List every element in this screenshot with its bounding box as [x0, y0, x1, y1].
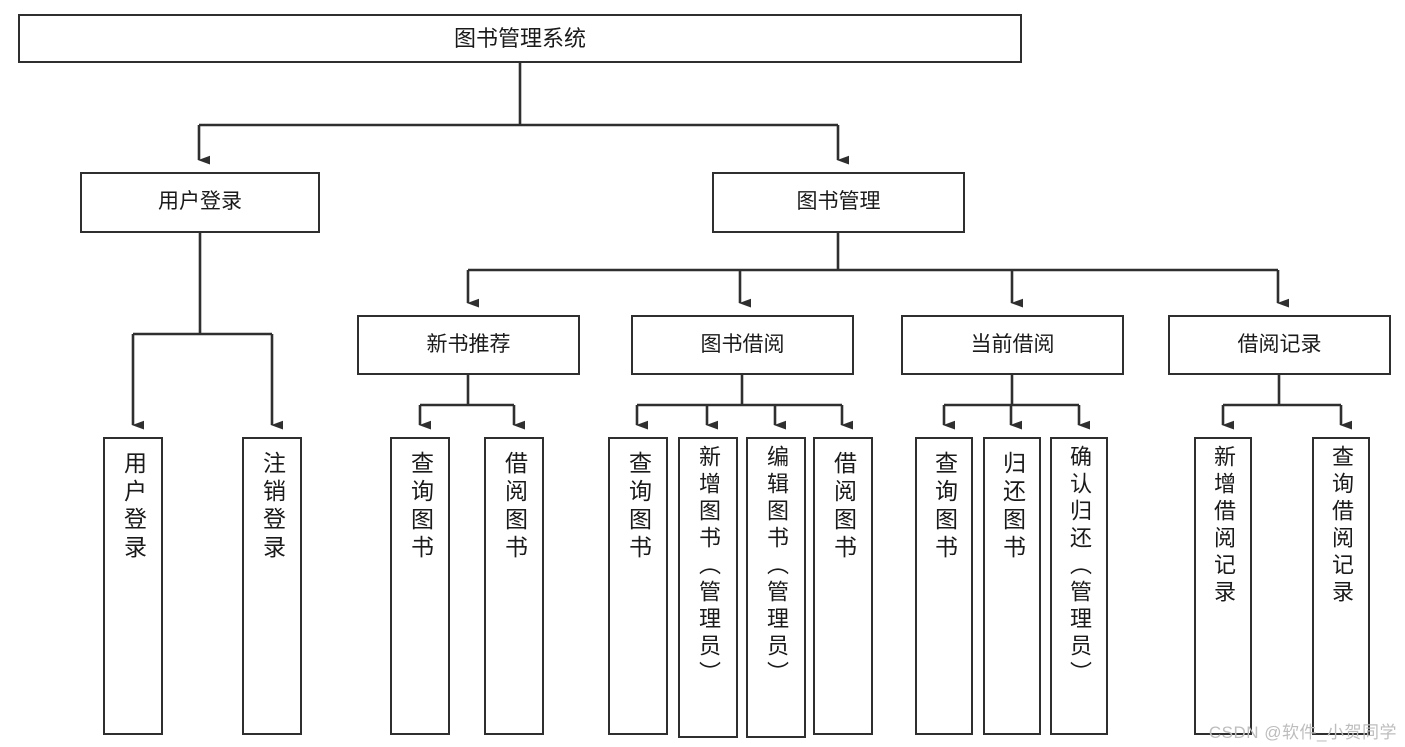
leaf-add-book-admin-label: 新增图书（管理员）	[696, 445, 721, 688]
leaf-user-login-label: 用户登录	[120, 451, 147, 563]
leaf-confirm-return-admin[interactable]: 确认归还（管理员）	[1050, 437, 1108, 735]
leaf-borrow-book-rec-label: 借阅图书	[501, 451, 528, 563]
node-new-book-recommendation-label: 新书推荐	[426, 332, 511, 356]
leaf-edit-book-admin[interactable]: 编辑图书（管理员）	[746, 437, 806, 738]
leaf-return-book-label: 归还图书	[999, 451, 1026, 563]
node-root[interactable]: 图书管理系统	[18, 14, 1022, 63]
leaf-logout[interactable]: 注销登录	[242, 437, 302, 735]
node-book-management[interactable]: 图书管理	[712, 172, 965, 233]
node-root-label: 图书管理系统	[453, 25, 586, 51]
node-new-book-recommendation[interactable]: 新书推荐	[357, 315, 580, 375]
leaf-borrow-book[interactable]: 借阅图书	[813, 437, 873, 735]
leaf-borrow-book-label: 借阅图书	[830, 451, 857, 563]
leaf-user-login[interactable]: 用户登录	[103, 437, 163, 735]
node-current-borrow[interactable]: 当前借阅	[901, 315, 1124, 375]
node-book-borrow[interactable]: 图书借阅	[631, 315, 854, 375]
leaf-query-borrow-record-label: 查询借阅记录	[1329, 445, 1354, 607]
leaf-add-borrow-record[interactable]: 新增借阅记录	[1194, 437, 1252, 735]
leaf-logout-label: 注销登录	[259, 451, 286, 563]
leaf-borrow-book-rec[interactable]: 借阅图书	[484, 437, 544, 735]
leaf-confirm-return-admin-label: 确认归还（管理员）	[1067, 445, 1092, 688]
node-book-management-label: 图书管理	[796, 190, 881, 214]
node-borrow-record-label: 借阅记录	[1237, 332, 1322, 356]
leaf-return-book[interactable]: 归还图书	[983, 437, 1041, 735]
leaf-add-book-admin[interactable]: 新增图书（管理员）	[678, 437, 738, 738]
leaf-query-book-current-label: 查询图书	[931, 451, 958, 563]
leaf-query-book-borrow[interactable]: 查询图书	[608, 437, 668, 735]
leaf-query-book-borrow-label: 查询图书	[625, 451, 652, 563]
watermark: CSDN @软件_小贺同学	[1208, 723, 1397, 742]
node-book-borrow-label: 图书借阅	[700, 332, 785, 356]
leaf-add-borrow-record-label: 新增借阅记录	[1211, 445, 1236, 607]
leaf-query-book-rec-label: 查询图书	[407, 451, 434, 563]
leaf-query-borrow-record[interactable]: 查询借阅记录	[1312, 437, 1370, 735]
node-current-borrow-label: 当前借阅	[970, 332, 1055, 356]
leaf-query-book-current[interactable]: 查询图书	[915, 437, 973, 735]
node-borrow-record[interactable]: 借阅记录	[1168, 315, 1391, 375]
leaf-edit-book-admin-label: 编辑图书（管理员）	[764, 445, 789, 688]
leaf-query-book-rec[interactable]: 查询图书	[390, 437, 450, 735]
node-user-login[interactable]: 用户登录	[80, 172, 320, 233]
node-user-login-label: 用户登录	[158, 190, 242, 214]
